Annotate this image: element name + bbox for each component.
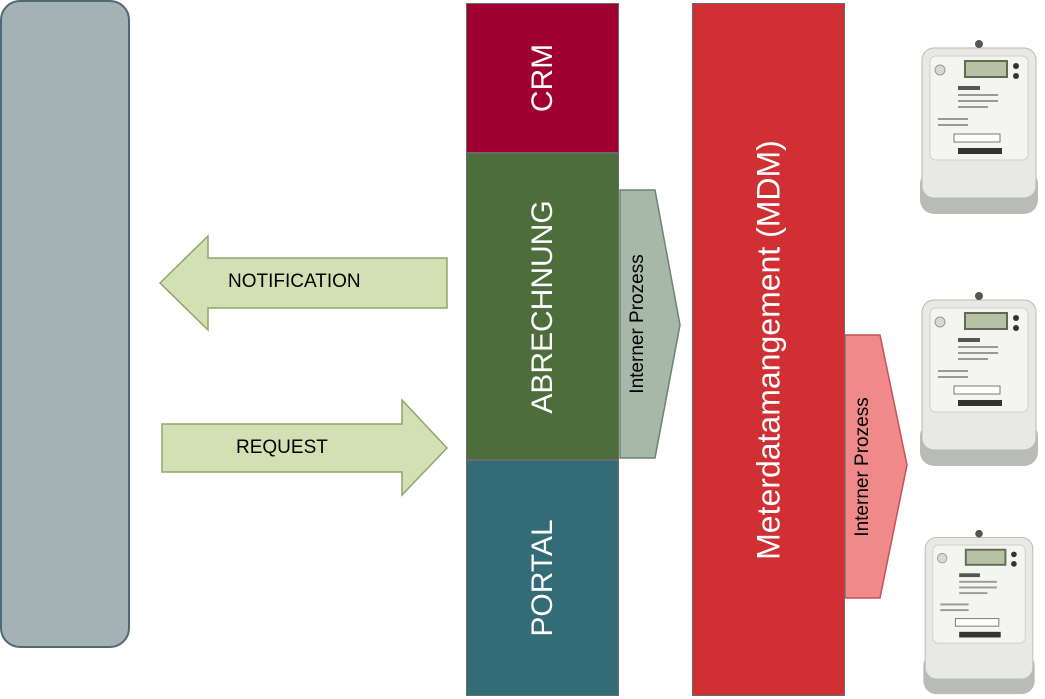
abrechnung-block: ABRECHNUNG xyxy=(466,153,619,460)
request-label: REQUEST xyxy=(236,437,328,458)
internal-process-arrow-2 xyxy=(844,334,908,599)
crm-label: CRM xyxy=(525,43,559,113)
mdm-label: Meterdatamangement (MDM) xyxy=(750,139,786,560)
mdm-block: Meterdatamangement (MDM) xyxy=(692,3,845,696)
request-arrow xyxy=(161,398,449,497)
portal-label: PORTAL xyxy=(525,519,559,637)
smart-meter-icon xyxy=(920,40,1038,214)
portal-block: PORTAL xyxy=(466,460,619,696)
smart-meter-icon xyxy=(920,292,1038,466)
internal-process-1-box: Interner Prozess xyxy=(620,190,670,458)
notification-label: NOTIFICATION xyxy=(228,271,361,292)
notification-arrow xyxy=(158,234,448,332)
abrechnung-label: ABRECHNUNG xyxy=(525,199,559,414)
smart-meter-icon xyxy=(923,529,1035,695)
internal-process-arrow-1 xyxy=(619,189,681,459)
internal-process-2-box: Interner Prozess xyxy=(845,335,895,598)
crm-block: CRM xyxy=(466,3,619,153)
internal-process-2-label: Interner Prozess xyxy=(852,396,873,537)
internal-process-1-label: Interner Prozess xyxy=(627,254,648,394)
